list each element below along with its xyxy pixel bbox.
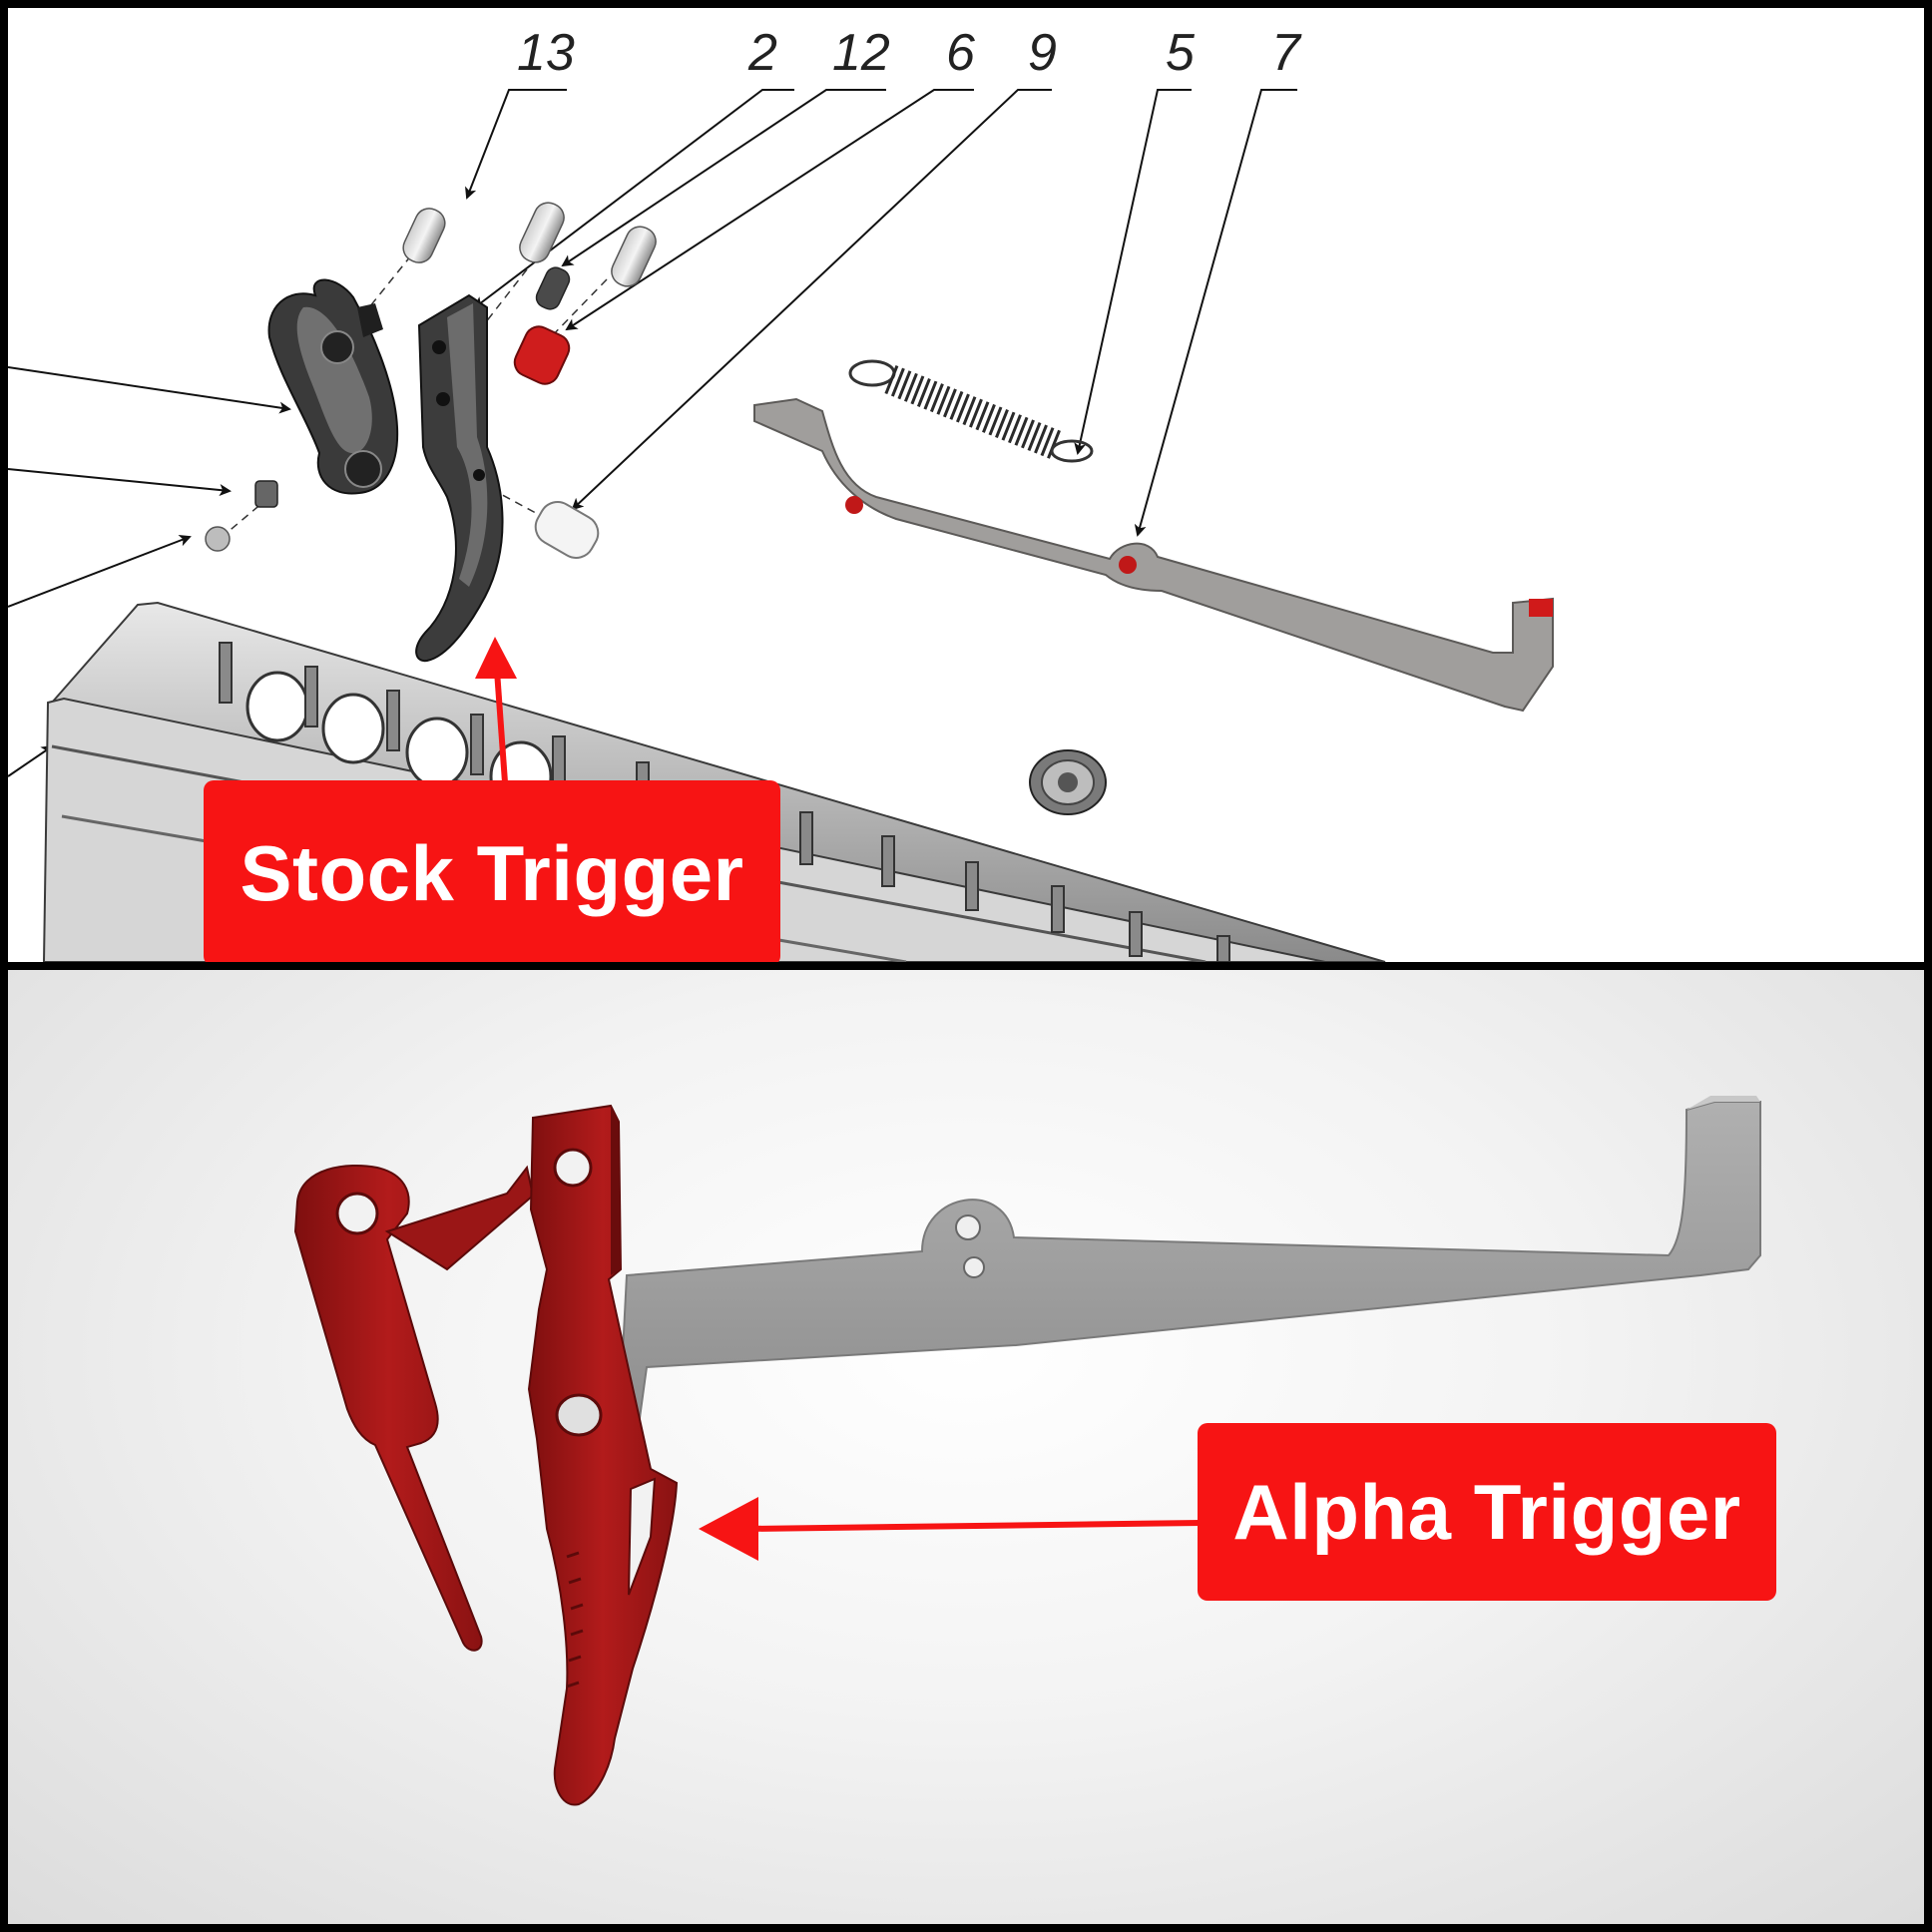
alpha-trigger-callout: Alpha Trigger: [1198, 1423, 1776, 1601]
stock-trigger-part: [415, 293, 504, 663]
detent-spring: [254, 480, 278, 508]
alpha-trigger: [527, 1104, 679, 1806]
bushing-red: [513, 325, 571, 385]
part-number-7: 7: [1271, 24, 1302, 82]
stock-trigger-callout: Stock Trigger: [204, 780, 780, 962]
alpha-disconnector: [293, 1165, 535, 1652]
trigger-grooves: [566, 1551, 584, 1689]
alpha-trigger-render: [293, 1096, 1761, 1806]
leader-lines: [8, 89, 1297, 777]
part-number-6: 6: [946, 24, 975, 82]
steel-connector-bar: [615, 1096, 1761, 1470]
part-number-5: 5: [1166, 24, 1196, 82]
part-number-2: 2: [747, 24, 777, 82]
part-number-13: 13: [517, 24, 575, 82]
alpha-trigger-arrowhead: [699, 1497, 758, 1561]
alpha-trigger-panel: Alpha Trigger: [8, 970, 1924, 1924]
part-number-12: 12: [832, 24, 890, 82]
exploded-diagram-panel: 13 2 12 6 9 5 7: [8, 8, 1924, 962]
pin-6: [611, 226, 657, 287]
threaded-nut: [1029, 749, 1107, 815]
detent-ball: [205, 526, 231, 552]
hammer-part: [267, 278, 399, 495]
pins: [205, 202, 657, 559]
stock-trigger-arrowhead: [475, 637, 517, 679]
spring-5: [848, 359, 1094, 463]
bushing-9: [534, 501, 600, 559]
stock-trigger-arrow: [494, 670, 508, 783]
part-number-9: 9: [1028, 24, 1057, 82]
pin-12: [535, 266, 571, 310]
alpha-trigger-arrow: [745, 1520, 1203, 1532]
pin-13: [402, 208, 446, 263]
connector-bar-7: [753, 397, 1554, 713]
pin-2: [519, 202, 565, 263]
part-number-labels: 13 2 12 6 9 5 7: [517, 24, 1302, 82]
